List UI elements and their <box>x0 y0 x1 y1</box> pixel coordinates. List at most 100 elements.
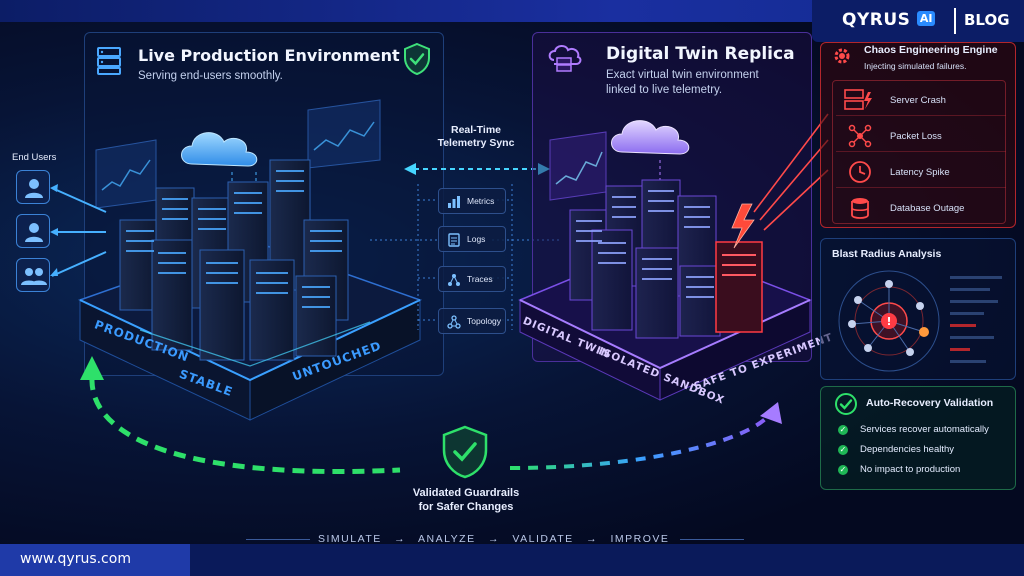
end-user-group <box>16 258 50 292</box>
alert-icon: ! <box>886 315 891 328</box>
telemetry-sync-arrow <box>404 163 550 175</box>
auto-recovery-panel <box>820 386 1016 490</box>
process-arrow: → <box>394 533 407 545</box>
user-icon <box>25 179 43 198</box>
recovery-item: ✓ Services recover automatically <box>838 424 989 435</box>
brand-bar <box>0 0 1024 22</box>
recovery-item-label: Dependencies healthy <box>860 444 955 455</box>
check-icon: ✓ <box>838 465 848 475</box>
guardrails-caption: Validated Guardrails for Safer Changes <box>396 486 536 514</box>
brand-name: QYRUS <box>842 10 911 30</box>
check-icon: ✓ <box>838 425 848 435</box>
process-divider <box>246 539 310 540</box>
footer-url-tab <box>0 544 190 576</box>
production-scene <box>78 99 422 421</box>
dashboard-card <box>549 131 607 201</box>
check-circle-icon <box>834 392 858 421</box>
process-divider <box>680 539 744 540</box>
twin-subtitle-line2: linked to live telemetry. <box>606 84 723 96</box>
production-icon <box>96 46 122 81</box>
twin-scene <box>518 113 829 401</box>
database-icon <box>851 198 869 219</box>
process-step-improve: IMPROVE <box>610 533 670 545</box>
process-arrow: → <box>586 533 599 545</box>
telemetry-title-line2: Telemetry Sync <box>437 137 515 149</box>
blog-link[interactable]: BLOG <box>964 11 1010 29</box>
network-icon <box>448 274 460 286</box>
end-user-2 <box>16 214 50 248</box>
lightning-icon <box>731 203 755 249</box>
chaos-subtitle: Injecting simulated failures. <box>864 61 967 71</box>
telemetry-traces-label: Traces <box>467 274 493 284</box>
failing-server <box>715 241 763 333</box>
brand-logo[interactable]: QYRUS AI <box>842 10 936 34</box>
blast-impact-bars <box>950 276 1002 363</box>
telemetry-metrics: Metrics <box>438 188 506 214</box>
telemetry-title: Real-Time Telemetry Sync <box>424 124 528 150</box>
twin-title: Digital Twin Replica <box>606 44 795 64</box>
recovery-item: ✓ No impact to production <box>838 464 960 475</box>
process-step-simulate: SIMULATE <box>318 533 382 545</box>
server-rack <box>569 179 721 339</box>
end-user-1 <box>16 170 50 204</box>
guardrails-line2: for Safer Changes <box>418 501 514 513</box>
dashboard-card <box>307 99 381 169</box>
telemetry-traces: Traces <box>438 266 506 292</box>
recovery-item-label: No impact to production <box>860 464 961 475</box>
arrow-up-icon <box>80 356 104 380</box>
guardrail-shield-icon <box>440 424 490 485</box>
process-step-analyze: ANALYZE <box>418 533 476 545</box>
shield-check-icon <box>402 42 432 81</box>
production-title: Live Production Environment <box>138 46 400 65</box>
guardrails-line1: Validated Guardrails <box>412 487 520 499</box>
brand-divider <box>954 8 956 34</box>
recovery-item: ✓ Dependencies healthy <box>838 444 954 455</box>
chaos-title: Chaos Engineering Engine <box>864 44 998 56</box>
guardrail-flow-arc <box>80 356 782 475</box>
chaos-item-packet-loss: Packet Loss <box>836 120 1006 152</box>
users-icon <box>21 268 47 285</box>
cloud-server-icon <box>546 44 582 81</box>
twin-subtitle: Exact virtual twin environment linked to… <box>606 68 759 98</box>
recovery-item-label: Services recover automatically <box>860 424 989 435</box>
end-users-label: End Users <box>12 152 57 163</box>
topology-icon <box>447 315 461 329</box>
process-arrow: → <box>488 533 500 545</box>
telemetry-logs-label: Logs <box>467 234 486 244</box>
telemetry-topology-label: Topology <box>467 316 502 326</box>
document-icon <box>448 233 460 247</box>
packet-loss-icon <box>848 124 872 148</box>
twin-subtitle-line1: Exact virtual twin environment <box>606 69 759 81</box>
chaos-list <box>832 80 1006 224</box>
user-icon <box>25 223 43 242</box>
process-steps: SIMULATE → ANALYZE → VALIDATE → IMPROVE <box>318 533 669 547</box>
blast-title: Blast Radius Analysis <box>832 248 942 260</box>
telemetry-logs: Logs <box>438 226 506 252</box>
telemetry-topology: Topology <box>438 308 506 334</box>
gear-icon <box>832 46 852 71</box>
chaos-item-latency-spike: Latency Spike <box>836 156 1006 188</box>
footer-url-link[interactable]: www.qyrus.com <box>20 551 131 567</box>
chaos-item-label: Database Outage <box>890 203 965 214</box>
production-subtitle: Serving end-users smoothly. <box>138 70 283 82</box>
arrow-up-icon <box>760 402 782 424</box>
brand-ai-badge: AI <box>916 11 936 26</box>
chaos-item-label: Latency Spike <box>890 167 950 178</box>
telemetry-title-line1: Real-Time <box>451 124 501 136</box>
chaos-item-label: Packet Loss <box>890 131 942 142</box>
chaos-item-database-outage: Database Outage <box>836 192 1006 224</box>
process-step-validate: VALIDATE <box>512 533 574 545</box>
chaos-item-label: Server Crash <box>890 95 946 106</box>
chaos-engine-panel <box>820 42 1016 228</box>
recovery-title: Auto-Recovery Validation <box>866 397 994 409</box>
clock-icon <box>849 161 871 183</box>
telemetry-metrics-label: Metrics <box>467 196 495 206</box>
server-crash-icon <box>844 89 872 110</box>
cloud-icon <box>181 132 258 167</box>
check-icon: ✓ <box>838 445 848 455</box>
bar-chart-icon <box>448 196 460 208</box>
cloud-icon <box>611 120 690 155</box>
user-connection-arrows <box>50 184 107 277</box>
blast-radius-graph: ! <box>838 270 940 372</box>
